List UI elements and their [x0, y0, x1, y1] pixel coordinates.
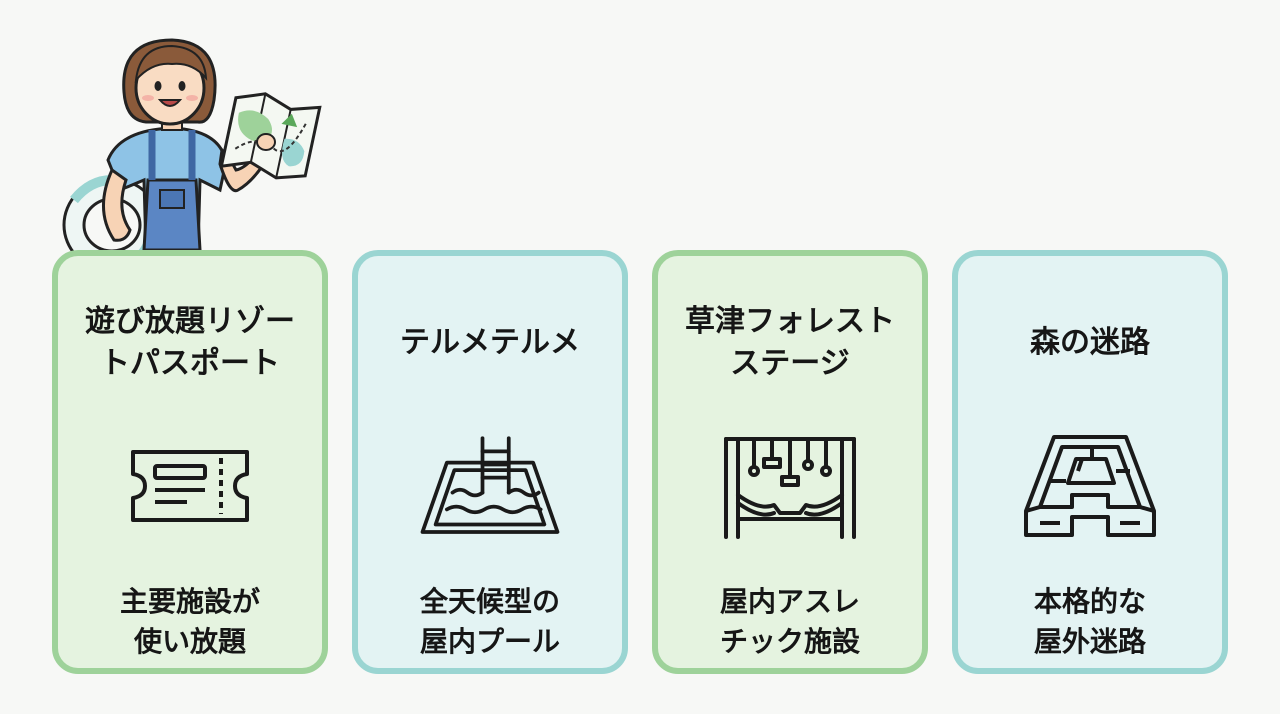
card-title-line: 遊び放題リゾー — [85, 304, 295, 339]
card-desc-line: 屋内プール — [419, 625, 560, 658]
card-title: 遊び放題リゾー トパスポート — [58, 256, 322, 406]
pool-icon — [415, 426, 565, 546]
card-title-line: トパスポート — [100, 346, 280, 381]
card-description: 本格的な 屋外迷路 — [1034, 582, 1146, 662]
card-title: 草津フォレスト ステージ — [658, 256, 922, 406]
card-description: 全天候型の 屋内プール — [420, 582, 560, 662]
athletic-course-icon — [715, 426, 865, 546]
card-title-line: ステージ — [730, 346, 850, 381]
card-desc-line: 本格的な — [1033, 585, 1146, 618]
ticket-icon — [115, 426, 265, 546]
card-resort-passport: 遊び放題リゾー トパスポート 主要施設が 使い放題 — [52, 250, 328, 674]
card-title-line: 森の迷路 — [1030, 325, 1150, 360]
card-therme-therme: テルメテルメ 全天候型の 屋内プール — [352, 250, 628, 674]
card-title-line: テルメテルメ — [400, 325, 580, 360]
card-title-line: 草津フォレスト — [685, 304, 895, 339]
maze-icon — [1015, 426, 1165, 546]
card-desc-line: 使い放題 — [133, 625, 246, 658]
card-forest-maze: 森の迷路 本格的な 屋外迷路 — [952, 250, 1228, 674]
girl-with-map-icon — [62, 38, 322, 265]
card-desc-line: チック施設 — [719, 625, 860, 658]
card-desc-line: 主要施設が — [119, 585, 260, 618]
card-desc-line: 全天候型の — [419, 585, 560, 618]
card-description: 屋内アスレ チック施設 — [720, 582, 860, 662]
card-title: テルメテルメ — [358, 256, 622, 406]
card-description: 主要施設が 使い放題 — [120, 582, 260, 662]
card-forest-stage: 草津フォレスト ステージ 屋内アスレ — [652, 250, 928, 674]
card-desc-line: 屋内アスレ — [719, 585, 860, 618]
card-title: 森の迷路 — [958, 256, 1222, 406]
card-desc-line: 屋外迷路 — [1033, 625, 1146, 658]
